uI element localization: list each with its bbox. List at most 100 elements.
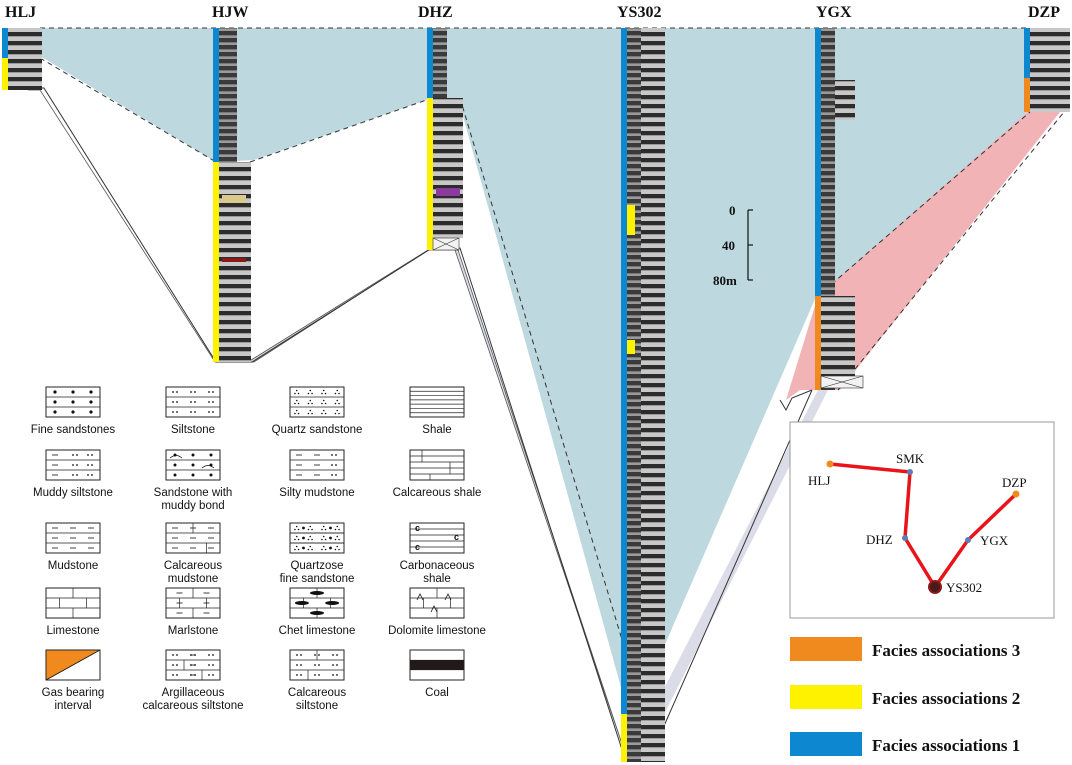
legend-swatch-calcareous-shale xyxy=(409,449,465,481)
legend-item-calcareous-shale: Calcareous shale xyxy=(393,449,482,499)
legend-label-calcareous-mudstone: mudstone xyxy=(168,573,219,585)
legend-label-coal: Coal xyxy=(425,687,449,699)
facies-label-2: Facies associations 2 xyxy=(872,689,1020,708)
facies-swatch-1 xyxy=(790,732,862,756)
legend-label-quartz-sandstone: Quartz sandstone xyxy=(272,424,363,436)
legend-swatch-quartzose-fine-sandstone xyxy=(289,522,345,554)
map-label-ygx: YGX xyxy=(980,533,1009,548)
facies-legend: Facies associations 3 Facies association… xyxy=(790,637,1020,756)
legend-label-marlstone: Marlstone xyxy=(168,625,219,637)
legend-item-mudstone: Mudstone xyxy=(45,522,101,572)
legend-swatch-mudstone xyxy=(45,522,101,554)
svg-text:c: c xyxy=(415,542,420,552)
well-logs xyxy=(2,28,1070,762)
legend-label-quartzose-fine-sandstone: Quartzose xyxy=(290,560,343,572)
legend-swatch-chet-limestone xyxy=(289,587,345,619)
well-name-dzp: DZP xyxy=(1028,4,1060,21)
legend-label-sandstone-muddy-bond: Sandstone with xyxy=(154,487,233,499)
red-zone xyxy=(786,78,1064,400)
well-log-hlj xyxy=(2,28,42,90)
legend-label-shale: Shale xyxy=(422,424,451,436)
legend-item-quartz-sandstone: Quartz sandstone xyxy=(272,386,363,436)
legend-swatch-carbonaceous-shale: ccc xyxy=(409,522,465,554)
map-station-smk xyxy=(907,469,913,475)
legend-label-chet-limestone: Chet limestone xyxy=(279,625,356,637)
legend-label-silty-mudstone: Silty mudstone xyxy=(279,487,354,499)
legend-swatch-sandstone-muddy-bond xyxy=(165,449,221,481)
legend-swatch-fine-sandstones xyxy=(45,386,101,418)
facies-label-1: Facies associations 1 xyxy=(872,736,1020,755)
legend-label-gas-bearing-interval: interval xyxy=(54,700,91,712)
legend-label-calcareous-mudstone: Calcareous xyxy=(164,560,222,572)
legend-swatch-calcareous-siltstone xyxy=(289,649,345,681)
legend-item-muddy-siltstone: Muddy siltstone xyxy=(33,449,113,499)
legend-swatch-silty-mudstone xyxy=(289,449,345,481)
facies-swatch-3 xyxy=(790,637,862,661)
correlation-panels xyxy=(22,27,1065,763)
legend-label-calcareous-shale: Calcareous shale xyxy=(393,487,482,499)
well-name-ys302: YS302 xyxy=(617,4,661,21)
well-name-hjw: HJW xyxy=(212,4,248,21)
map-station-ygx xyxy=(965,537,971,543)
legend-label-mudstone: Mudstone xyxy=(48,560,99,572)
well-log-dzp xyxy=(1024,28,1070,112)
legend-item-siltstone: Siltstone xyxy=(165,386,221,436)
well-name-dhz: DHZ xyxy=(418,4,453,21)
upper-zone xyxy=(40,28,1030,702)
legend-label-carbonaceous-shale: Carbonaceous xyxy=(400,560,475,572)
legend-label-fine-sandstones: Fine sandstones xyxy=(31,424,116,436)
legend-label-sandstone-muddy-bond: muddy bond xyxy=(161,500,224,512)
well-names: HLJ HJW DHZ YS302 YGX DZP xyxy=(5,4,1060,21)
legend-item-marlstone: Marlstone xyxy=(165,587,221,637)
well-log-dhz xyxy=(427,28,463,251)
legend-item-limestone: Limestone xyxy=(45,587,101,637)
legend-label-quartzose-fine-sandstone: fine sandstone xyxy=(280,573,355,585)
legend-swatch-quartz-sandstone xyxy=(289,386,345,418)
facies-label-3: Facies associations 3 xyxy=(872,641,1020,660)
map-label-hlj: HLJ xyxy=(808,473,830,488)
legend-label-dolomite-limestone: Dolomite limestone xyxy=(388,625,486,637)
map-station-dhz xyxy=(902,535,908,541)
well-name-hlj: HLJ xyxy=(5,4,36,21)
legend-item-silty-mudstone: Silty mudstone xyxy=(279,449,355,499)
legend-label-argillaceous-calcareous-siltstone: Argillaceous xyxy=(162,687,225,699)
map-station-hlj xyxy=(826,460,834,468)
map-frame xyxy=(789,421,1055,619)
well-log-hjw xyxy=(213,28,251,362)
legend-swatch-dolomite-limestone xyxy=(409,587,465,619)
legend-item-coal: Coal xyxy=(409,649,465,699)
well-log-ys302 xyxy=(621,28,665,762)
scale-label-40: 40 xyxy=(722,238,735,253)
well-name-ygx: YGX xyxy=(816,4,852,21)
map-label-ys302: YS302 xyxy=(946,580,982,595)
map-station-ys302 xyxy=(928,580,942,594)
legend-label-argillaceous-calcareous-siltstone: calcareous siltstone xyxy=(143,700,244,712)
legend-swatch-siltstone xyxy=(165,386,221,418)
map-route xyxy=(829,462,1018,589)
legend-swatch-calcareous-mudstone xyxy=(165,522,221,554)
map-label-dzp: DZP xyxy=(1002,475,1027,490)
legend-item-shale: Shale xyxy=(409,386,465,436)
legend-swatch-gas-bearing-interval xyxy=(45,649,101,681)
map-label-dhz: DHZ xyxy=(866,532,893,547)
legend-label-calcareous-siltstone: Calcareous xyxy=(288,687,346,699)
scale-label-80: 80m xyxy=(713,273,737,288)
legend-item-fine-sandstones: Fine sandstones xyxy=(31,386,116,436)
scale-label-0: 0 xyxy=(729,203,736,218)
svg-text:c: c xyxy=(454,532,459,542)
map-station-dzp xyxy=(1012,490,1020,498)
legend-swatch-argillaceous-calcareous-siltstone xyxy=(165,649,221,681)
legend-label-gas-bearing-interval: Gas bearing xyxy=(42,687,105,699)
legend-swatch-coal xyxy=(409,649,465,681)
legend-label-limestone: Limestone xyxy=(46,625,99,637)
legend-swatch-marlstone xyxy=(165,587,221,619)
map-label-smk: SMK xyxy=(896,451,925,466)
well-log-ygx xyxy=(815,28,864,390)
